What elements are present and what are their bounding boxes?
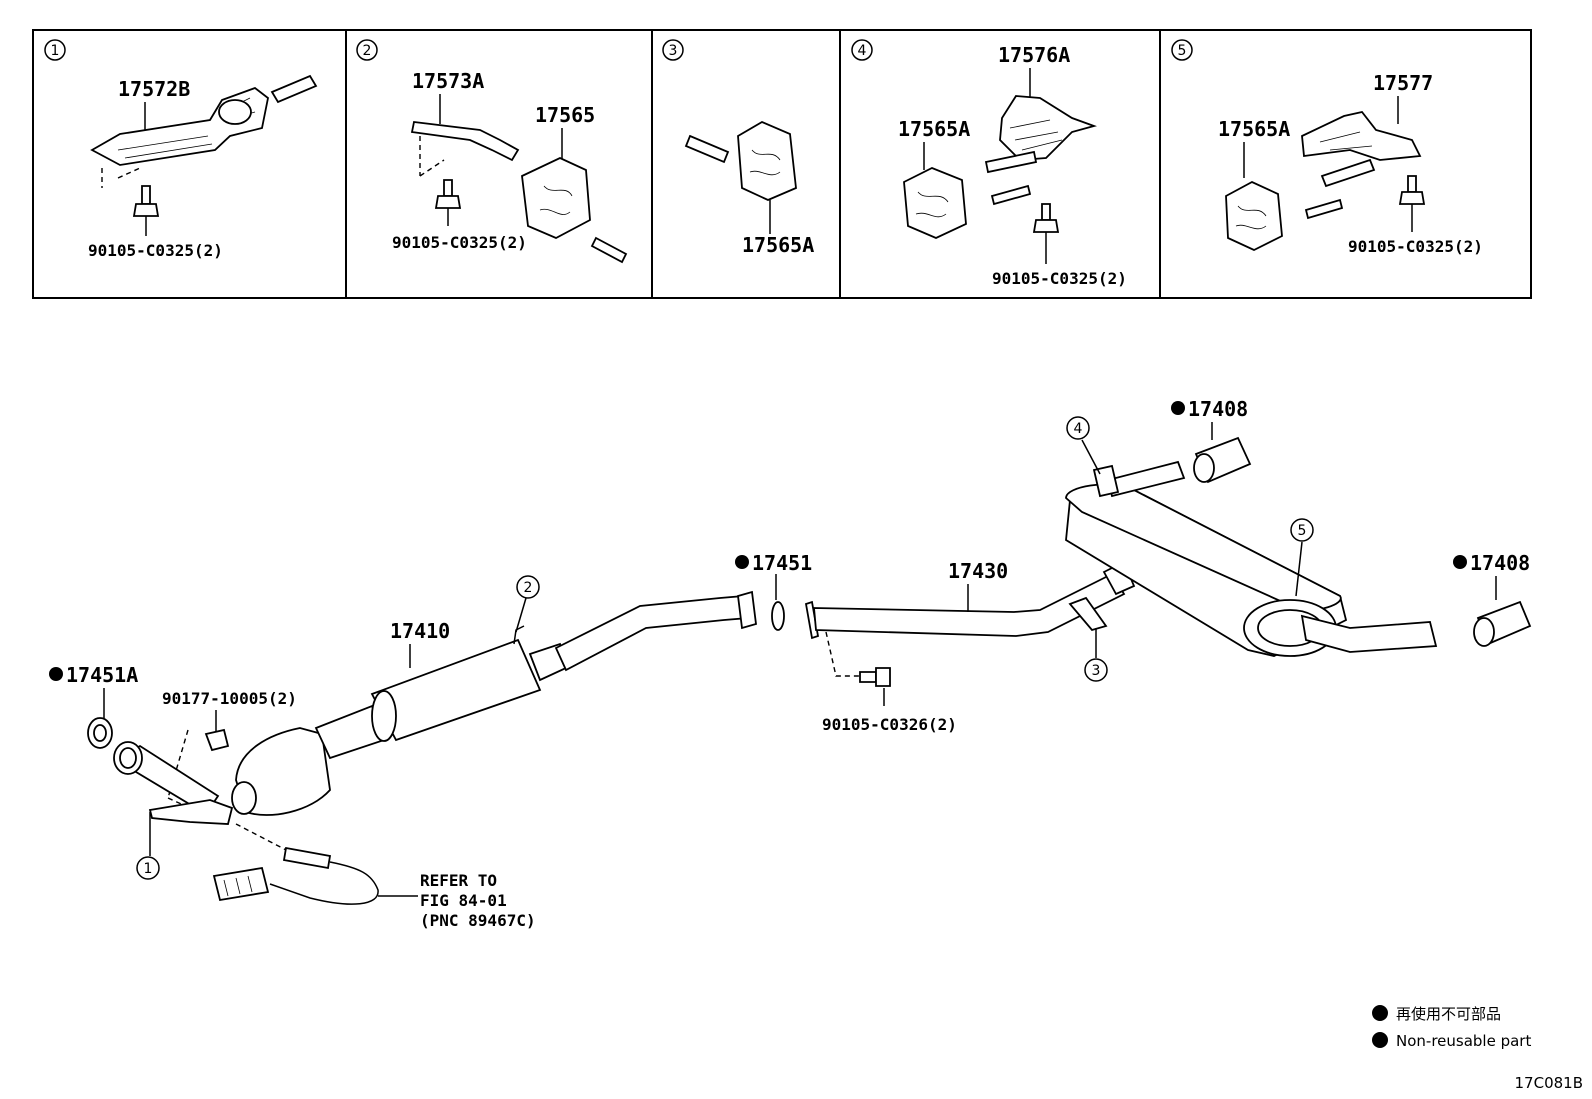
part-17451-label: 17451	[752, 551, 812, 575]
callout-2-circle	[516, 575, 540, 599]
bolt-icon	[1407, 175, 1417, 193]
tail-tip-17408-right-group: 17408	[1453, 551, 1532, 647]
part-90177-label: 90177-10005(2)	[162, 689, 297, 708]
inset-5-hanger-label: 17565A	[1218, 117, 1290, 141]
bolt-icon	[1041, 203, 1051, 221]
callout-1: 1	[144, 861, 153, 877]
tailpipe-17430	[804, 560, 1136, 640]
figure-code: 17C081B	[1515, 1074, 1583, 1092]
tail-tip-17408-top-group: 17408	[1171, 397, 1252, 484]
gasket-17451	[771, 601, 785, 631]
inset-4-bracket-label: 17576A	[998, 43, 1070, 67]
inset-2: 2 17573A 17565 90105-C0325(2)	[356, 39, 628, 264]
callout-4: 4	[1074, 421, 1083, 437]
sensor-connector-icon	[212, 866, 270, 902]
part-90105-c0326-label: 90105-C0326(2)	[822, 715, 957, 734]
inset-5-bolt-label: 90105-C0325(2)	[1348, 237, 1483, 256]
rubber-hanger-17565	[521, 157, 591, 239]
refer-to-line2: FIG 84-01	[420, 891, 507, 910]
non-reusable-dot-icon	[1372, 1005, 1388, 1021]
bolt-icon	[443, 179, 453, 197]
callout-2: 2	[524, 580, 533, 596]
bolt-icon	[141, 185, 151, 205]
exhaust-bracket-17573a	[410, 121, 520, 162]
refer-to-line3: (PNC 89467C)	[420, 911, 536, 930]
inset-5: 5 17577 17565A 90105-C0325(2)	[1171, 39, 1483, 256]
inset-2-bolt-label: 90105-C0325(2)	[392, 233, 527, 252]
inset-3: 3 17565A	[662, 39, 814, 257]
oxygen-sensor	[212, 823, 379, 905]
non-reusable-dot-icon	[49, 667, 63, 681]
gasket-17451a-group: 17451A	[49, 663, 138, 749]
part-17410-label: 17410	[390, 619, 450, 643]
legend-english: Non-reusable part	[1396, 1032, 1531, 1050]
non-reusable-dot-icon	[735, 555, 749, 569]
gasket-17451-group: 17451	[735, 551, 812, 631]
inset-3-callout: 3	[669, 43, 678, 59]
part-17451a-label: 17451A	[66, 663, 138, 687]
legend-japanese: 再使用不可部品	[1396, 1005, 1501, 1023]
part-17408-top-label: 17408	[1188, 397, 1248, 421]
callout-5: 5	[1298, 523, 1307, 539]
callout-1-circle	[136, 856, 160, 880]
rubber-hanger-17565a-inset3	[737, 120, 797, 201]
inset-1-part-bracket-label: 17572B	[118, 77, 190, 101]
nut-icon	[204, 728, 230, 752]
part-17430-label: 17430	[948, 559, 1008, 583]
center-muffler-17410	[370, 638, 542, 742]
inset-2-callout: 2	[363, 43, 372, 59]
main-muffler	[1065, 460, 1438, 657]
callout-3-circle	[1084, 658, 1108, 682]
non-reusable-dot-icon	[1171, 401, 1185, 415]
rubber-hanger-17565a-inset4	[903, 167, 967, 239]
inset-5-bracket-label: 17577	[1373, 71, 1433, 95]
inset-2-bracket-label: 17573A	[412, 69, 484, 93]
inset-1-callout: 1	[51, 43, 60, 59]
inset-4-callout: 4	[858, 43, 867, 59]
exhaust-bracket-17577	[1301, 110, 1422, 161]
non-reusable-dot-icon	[1372, 1032, 1388, 1048]
callout-5-circle	[1290, 518, 1314, 542]
rubber-hanger-17565a-inset5	[1225, 180, 1283, 251]
callout-4-circle	[1066, 416, 1090, 440]
non-reusable-dot-icon	[1453, 555, 1467, 569]
bolt-icon	[859, 671, 877, 683]
refer-to-line1: REFER TO	[420, 871, 497, 890]
inset-3-hanger-label: 17565A	[742, 233, 814, 257]
inset-5-callout: 5	[1178, 43, 1187, 59]
exhaust-bracket-17576a	[999, 95, 1097, 161]
inset-1: 1 17572B 90105-C0325(2)	[44, 39, 318, 260]
front-pipe-assembly	[113, 590, 757, 825]
inset-frames	[32, 29, 1532, 299]
part-17408-right-label: 17408	[1470, 551, 1530, 575]
inset-2-hanger-label: 17565	[535, 103, 595, 127]
inset-4: 4 17576A 17565A 90105-C0325(2)	[851, 39, 1127, 288]
inset-1-bolt-label: 90105-C0325(2)	[88, 241, 223, 260]
inset-4-bolt-label: 90105-C0325(2)	[992, 269, 1127, 288]
inset-1-callout-circle	[44, 39, 66, 61]
inset-4-hanger-label: 17565A	[898, 117, 970, 141]
catalytic-converter	[235, 727, 331, 816]
legend: 再使用不可部品 Non-reusable part	[1372, 1005, 1531, 1050]
callout-3: 3	[1092, 663, 1101, 679]
